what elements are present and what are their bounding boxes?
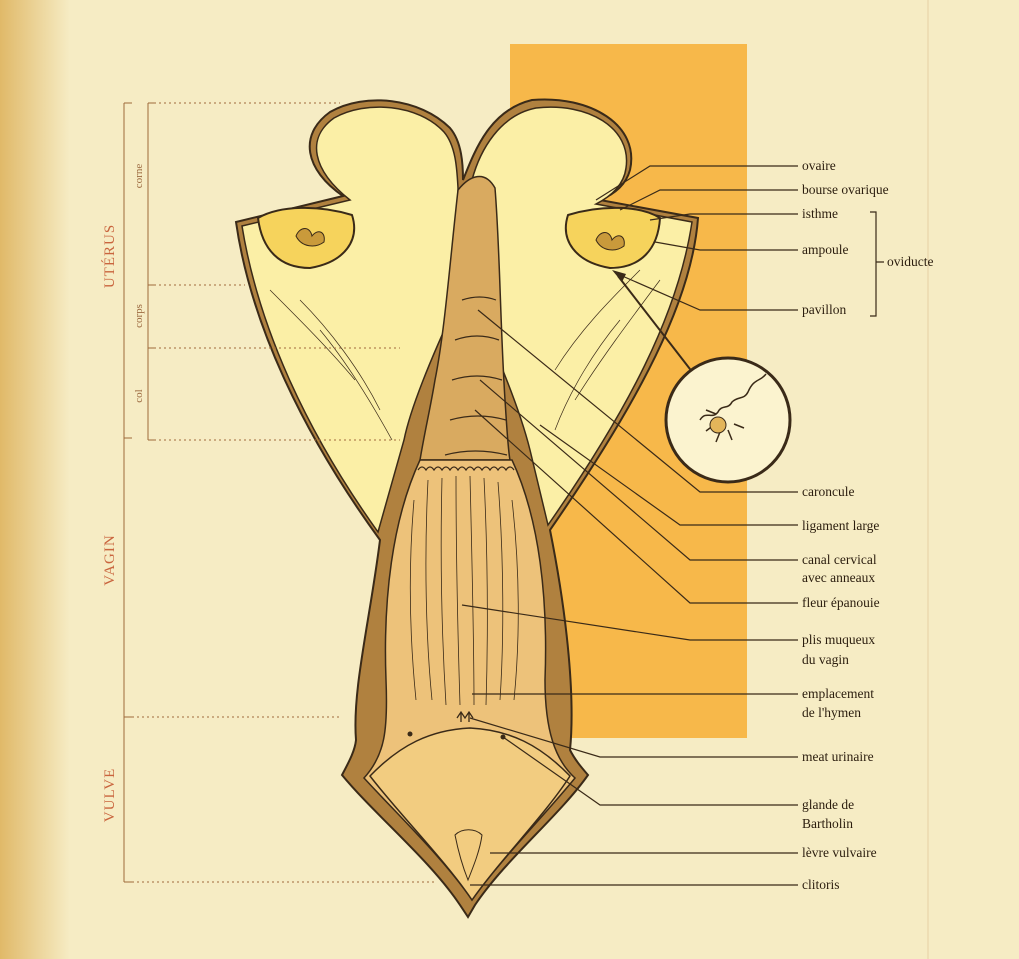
pavillon-core bbox=[710, 417, 726, 433]
label-oviducte: oviducte bbox=[887, 254, 934, 269]
label-clitoris: clitoris bbox=[802, 877, 840, 892]
label-pavillon: pavillon bbox=[802, 302, 846, 317]
label-meat-urinaire: meat urinaire bbox=[802, 749, 874, 764]
label-fleur-epanouie: fleur épanouie bbox=[802, 595, 880, 610]
label-canal-cervical: canal cervical bbox=[802, 552, 877, 567]
label-glande-2: Bartholin bbox=[802, 816, 853, 831]
region-uterus: UTÉRUS bbox=[101, 224, 118, 288]
label-ovaire: ovaire bbox=[802, 158, 836, 173]
inset-circle bbox=[666, 358, 790, 482]
binding-shadow bbox=[0, 0, 70, 959]
region-vagin: VAGIN bbox=[102, 534, 118, 585]
label-caroncule: caroncule bbox=[802, 484, 854, 499]
label-emplacement-2: de l'hymen bbox=[802, 705, 861, 720]
label-ligament-large: ligament large bbox=[802, 518, 879, 533]
label-ampoule: ampoule bbox=[802, 242, 849, 257]
region-corps: corps bbox=[133, 304, 145, 328]
label-bourse-ovarique: bourse ovarique bbox=[802, 182, 889, 197]
region-corne: corne bbox=[133, 164, 145, 189]
region-vulve: VULVE bbox=[102, 768, 118, 822]
label-isthme: isthme bbox=[802, 206, 838, 221]
region-col: col bbox=[133, 389, 145, 402]
label-canal-cervical-2: avec anneaux bbox=[802, 570, 875, 585]
bartholin-gland-left bbox=[408, 732, 413, 737]
label-levre-vulvaire: lèvre vulvaire bbox=[802, 845, 877, 860]
label-plis-muqueux-2: du vagin bbox=[802, 652, 849, 667]
label-glande: glande de bbox=[802, 797, 854, 812]
label-plis-muqueux: plis muqueux bbox=[802, 632, 875, 647]
label-emplacement: emplacement bbox=[802, 686, 874, 701]
